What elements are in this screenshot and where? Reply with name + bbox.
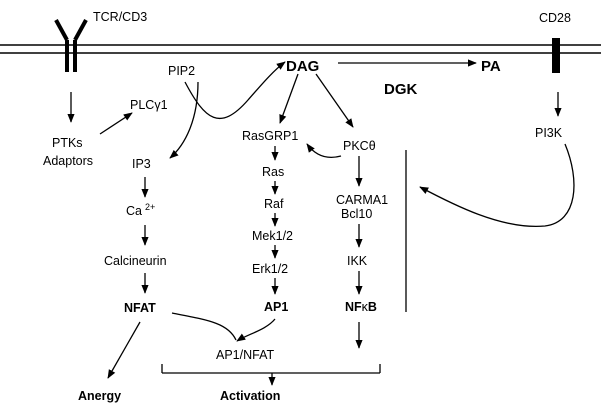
adaptors-label: Adaptors — [43, 154, 93, 168]
pkc-theta-label: PKCθ — [343, 139, 376, 153]
arrow-dag-to-rasgrp1 — [279, 73, 299, 124]
arrow-ptks-to-plcg1 — [99, 112, 133, 135]
erk-label: Erk1/2 — [252, 262, 288, 276]
pa-label: PA — [481, 58, 501, 75]
ras-label: Ras — [262, 165, 284, 179]
nfat-to-complex-curve — [171, 312, 237, 341]
ap1-to-complex-curve — [236, 318, 276, 342]
anergy-label: Anergy — [78, 389, 121, 403]
arrow-nfat-to-anergy — [107, 321, 141, 379]
ikk-label: IKK — [347, 254, 368, 268]
nfkb-label: NFκB — [345, 300, 377, 314]
arrow-pkc-to-rasgrp1 — [306, 143, 342, 159]
ap1-label: AP1 — [264, 300, 288, 314]
mek-label: Mek1/2 — [252, 229, 293, 243]
pip2-label: PIP2 — [168, 64, 195, 78]
calcineurin-label: Calcineurin — [104, 254, 167, 268]
rasgrp1-label: RasGRP1 — [242, 129, 298, 143]
ap1-nfat-label: AP1/NFAT — [216, 348, 274, 362]
nfat-label: NFAT — [124, 301, 156, 315]
ip3-label: IP3 — [132, 157, 151, 171]
arrow-pi3k-to-carma1 — [419, 143, 575, 228]
cd28-receptor-icon — [552, 38, 560, 73]
activation-label: Activation — [220, 389, 280, 403]
plcg1-label: PLCγ1 — [130, 98, 168, 112]
carma1-label: CARMA1 — [336, 193, 388, 207]
tcr-label: TCR/CD3 — [93, 10, 147, 24]
arrow-dag-to-pkc — [315, 73, 354, 128]
tcr-receptor-icon — [54, 19, 88, 72]
arrow-pip2-to-dag — [184, 61, 286, 119]
pi3k-label: PI3K — [535, 126, 563, 140]
bcl10-label: Bcl10 — [341, 207, 372, 221]
raf-label: Raf — [264, 197, 284, 211]
dag-label: DAG — [286, 58, 319, 75]
arrow-pip2-to-ip3 — [169, 81, 199, 159]
cd28-label: CD28 — [539, 11, 571, 25]
dgk-label: DGK — [384, 81, 418, 98]
ptks-label: PTKs — [52, 136, 83, 150]
